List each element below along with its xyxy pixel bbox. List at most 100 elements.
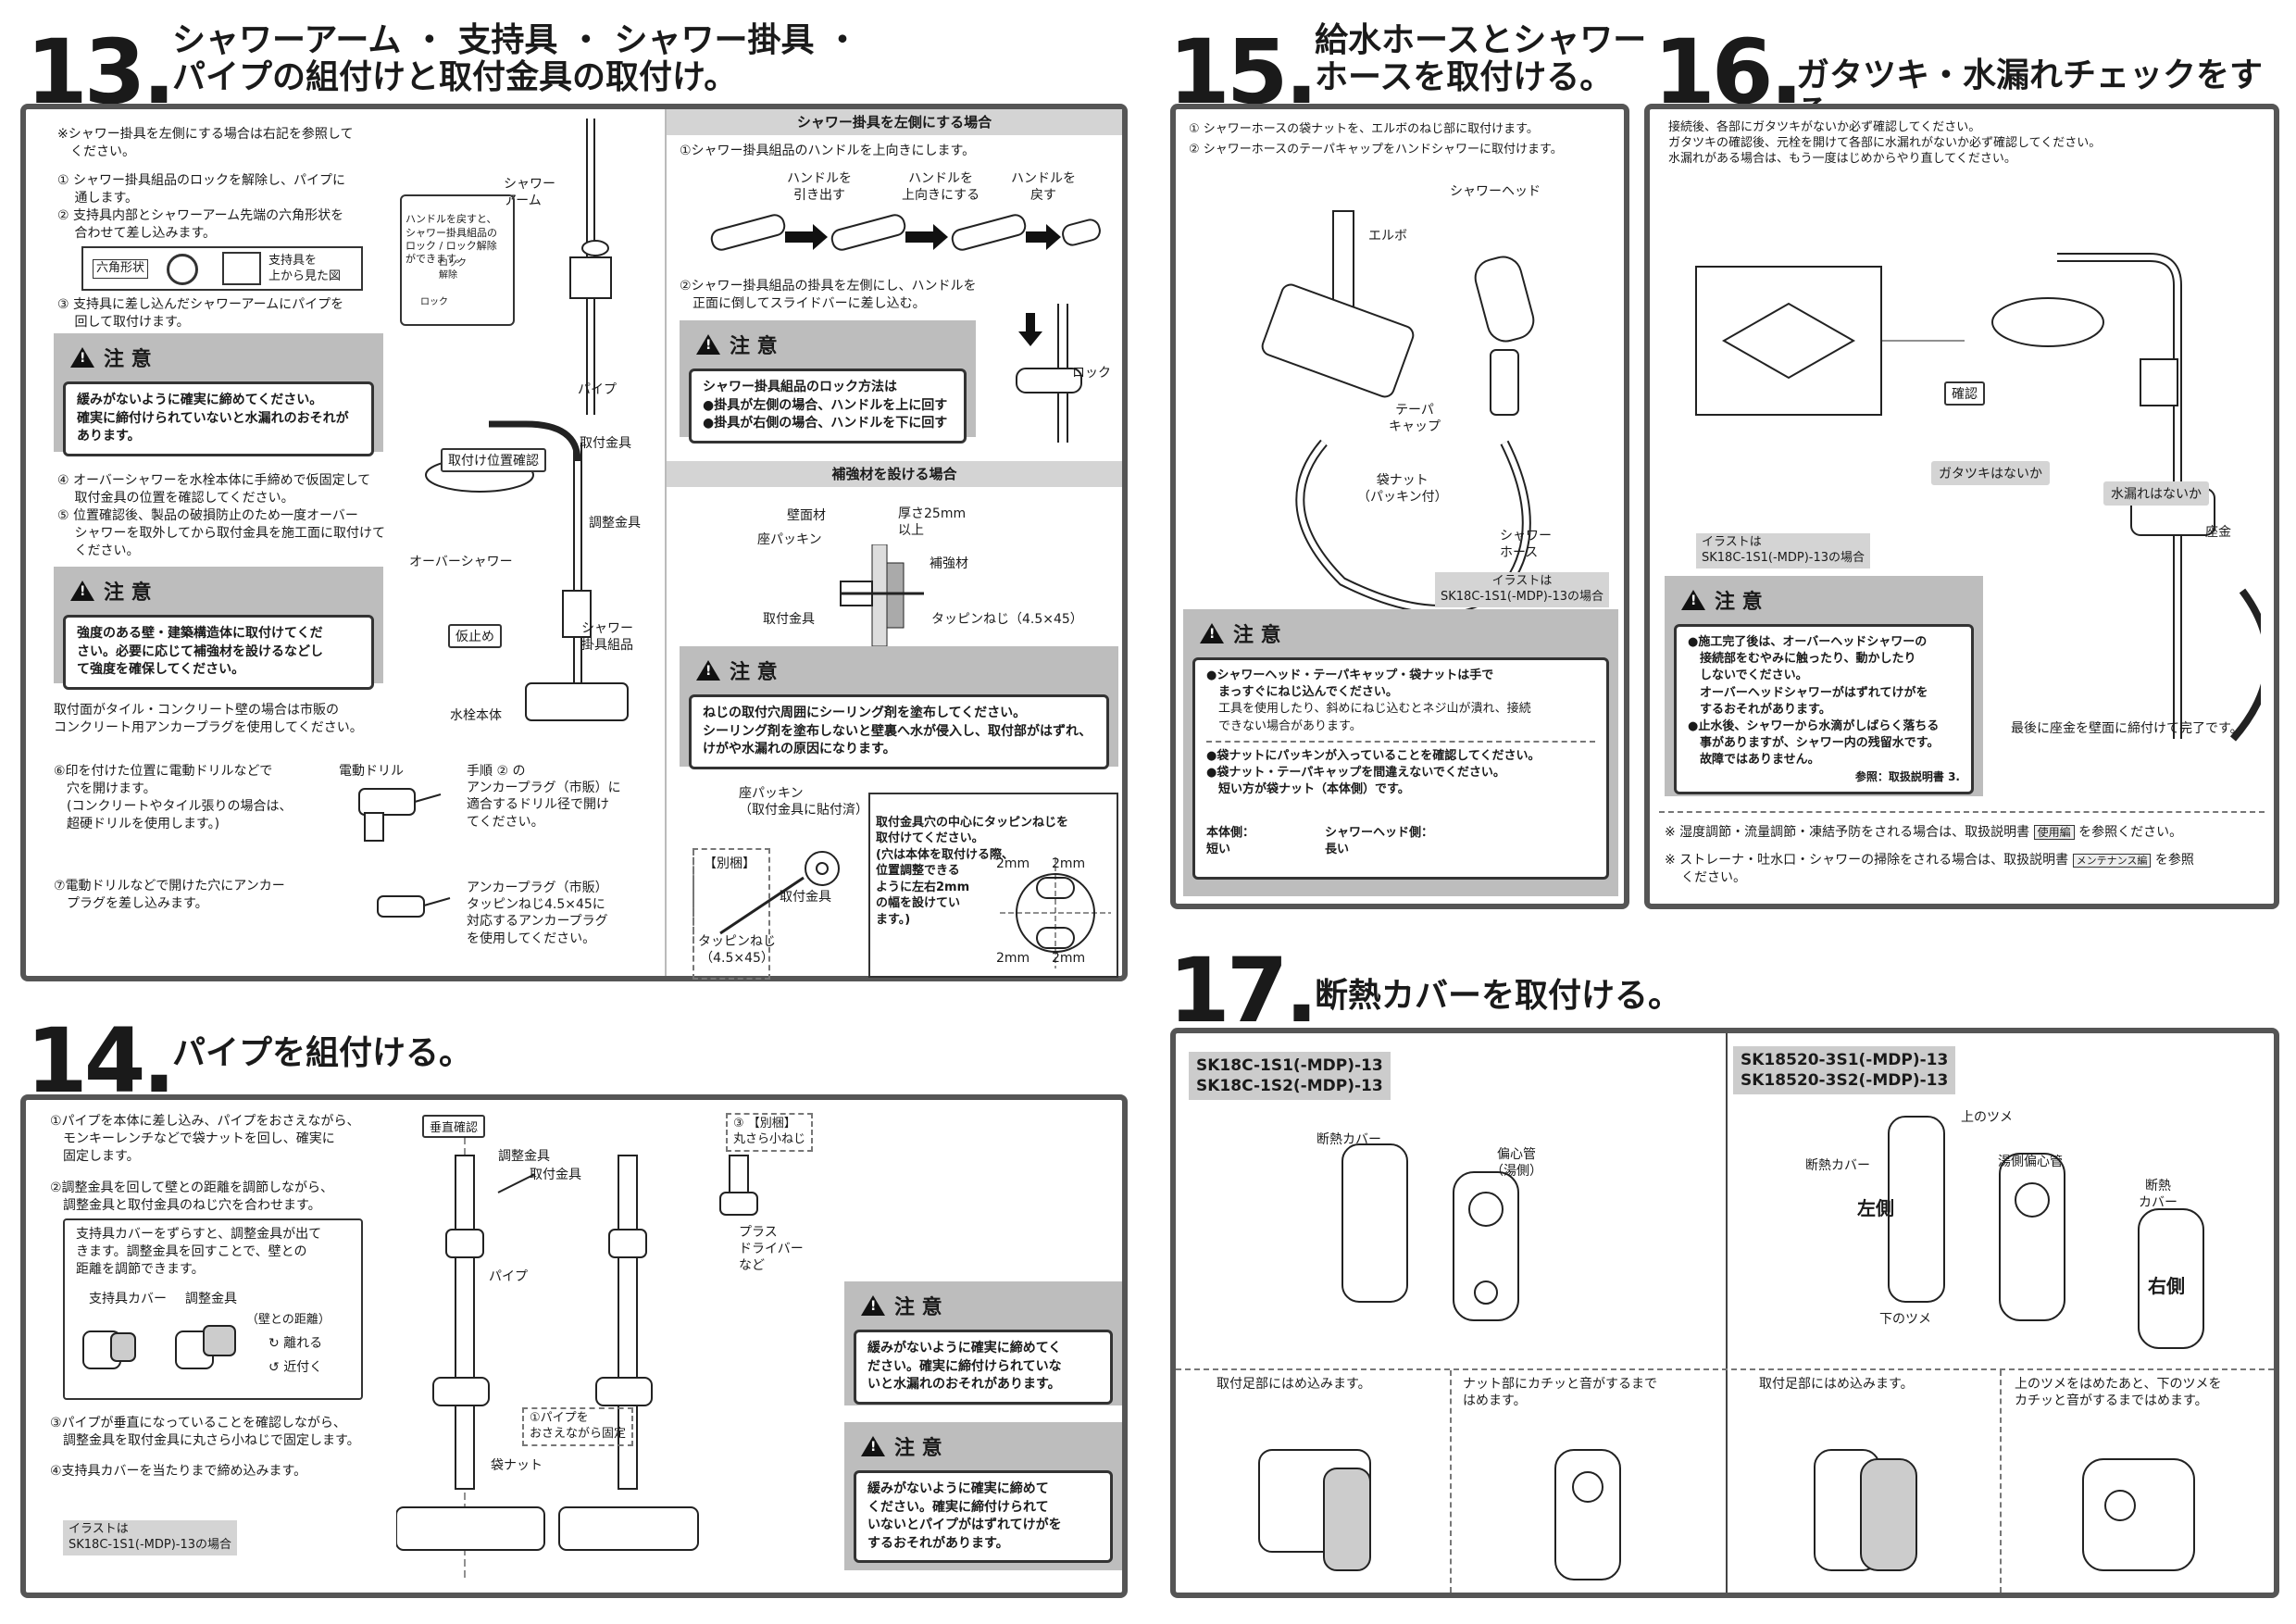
s14-caution-2: 注 意 緩みがないように確実に締めて ください。確実に締付けられて いないとパイ… — [844, 1422, 1122, 1570]
handle-lock-text: ハンドルを戻すと、 シャワー掛具組品の ロック / ロック解除 ができます。 — [406, 213, 497, 266]
far-text: 離れる — [283, 1336, 323, 1351]
a-step-2-illustration — [1554, 1449, 1621, 1580]
step-5: ⑤ 位置確認後、製品の破損防止のため一度オーバー シャワーを取外してから取付金具… — [57, 508, 386, 558]
label-faucet-body: 水栓本体 — [450, 708, 502, 723]
warning-icon — [696, 334, 720, 355]
top-view-label: 支持具を 上から見た図 — [268, 254, 342, 283]
caution-4-heading: 注 意 — [730, 661, 778, 684]
section-13-panel: ※シャワー掛具を左側にする場合は右記を参照して ください。 ① シャワー掛具組品… — [20, 104, 1128, 981]
a-step-1-illustration — [1258, 1449, 1371, 1571]
section-15-title-line2: ホースを取付ける。 — [1315, 58, 1614, 97]
label-drill: 電動ドリル — [339, 764, 404, 779]
warning-icon — [1681, 590, 1705, 610]
label-top-claw: 上のツメ — [1961, 1110, 2013, 1125]
b-step-1-illustration — [1814, 1449, 1917, 1571]
section-14-number: 14. — [26, 1009, 176, 1113]
warning-icon — [70, 347, 94, 368]
label-washer: 座金 — [2205, 525, 2231, 540]
label-seat-packing: 座パッキン — [757, 532, 822, 547]
section-17-number: 17. — [1168, 939, 1318, 1043]
s14-step-4: ④支持具カバーを当たりまで締め込みます。 — [50, 1464, 307, 1479]
label-flat-screw: ③ 【別梱】 丸さら小ねじ — [726, 1113, 814, 1152]
label-reinforcement: 補強材 — [930, 556, 968, 571]
label-elbow: エルボ — [1368, 229, 1407, 244]
caution-1-body: 緩みがないように確実に締めてください。 確実に締付けられていないと水漏れのおそれ… — [63, 381, 374, 456]
hex-diagram: 六角形状 支持具を 上から見た図 — [81, 246, 363, 291]
label-taper-cap: テーパ キャップ — [1389, 403, 1441, 435]
warning-icon — [861, 1295, 885, 1316]
warning-icon — [1200, 623, 1224, 643]
label-fitting-14: 取付金具 — [530, 1168, 581, 1182]
anchor-hammer-illustration — [377, 895, 451, 918]
section-13-title: シャワーアーム ・ 支持具 ・ シャワー掛具 ・ パイプの組付けと取付金具の取付… — [172, 21, 859, 97]
section-15-title-line1: 給水ホースとシャワー — [1315, 21, 1647, 59]
s16-note-2-text: ※ ストレーナ・吐水口・シャワーの掃除をされる場合は、取扱説明書 — [1665, 853, 2069, 868]
cover-a-illustration — [1341, 1143, 1519, 1321]
left-step-2: ②シャワー掛具組品の掛具を左側にし、ハンドルを 正面に倒してスライドバーに差し込… — [680, 279, 977, 311]
caution-2-body: 強度のある壁・建築構造体に取付けてくだ さい。必要に応じて補強材を設けるなどし … — [63, 615, 374, 690]
caution-2-heading: 注 意 — [104, 581, 152, 605]
label-adjust: 調整金具 — [589, 516, 641, 531]
label-anchor-plug: アンカープラグ（市販） タッピンねじ4.5×45に 対応するアンカープラグ を使… — [467, 881, 608, 946]
fitting-screw-illustration — [719, 851, 840, 935]
label-near: ↺ 近付く — [268, 1359, 322, 1377]
separate-pack-box — [693, 848, 770, 980]
s17-vdash-b — [2000, 1370, 2002, 1593]
label-drill-note: 手順 ② の アンカープラグ（市販）に 適合するドリル径で開け てください。 — [467, 764, 621, 830]
label-cover: 支持具カバー — [89, 1292, 167, 1306]
note-left-side: ※シャワー掛具を左側にする場合は右記を参照して ください。 — [57, 127, 354, 159]
tag-confirm: 確認 — [1944, 381, 1985, 406]
hex-label: 六角形状 — [93, 259, 149, 279]
s15-caution-b1-note: 工具を使用したり、斜めにねじ込むとネジ山が潰れ、接続 できない場合があります。 — [1218, 702, 1531, 733]
s16-note-2: ※ ストレーナ・吐水口・シャワーの掃除をされる場合は、取扱説明書 メンテナンス編… — [1665, 852, 2276, 887]
label-bag-nut: 袋ナット （パッキン付） — [1357, 473, 1448, 506]
label-lock-release: ロック 解除 — [439, 258, 467, 281]
label-cover-b2: 断熱 カバー — [2139, 1179, 2177, 1211]
label-fitting: 取付金具 — [580, 436, 631, 451]
section-15-number: 15. — [1168, 20, 1318, 124]
s16-illust-note: イラストは SK18C-1S1(-MDP)-13の場合 — [1696, 533, 1871, 568]
hex-square-icon — [222, 252, 261, 285]
section-15-title: 給水ホースとシャワー ホースを取付ける。 — [1315, 21, 1647, 97]
step-2: ② 支持具内部とシャワーアーム先端の六角形状を 合わせて差し込みます。 — [57, 208, 344, 241]
s17-a-step-2: ナット部にカチッと音がするまで はめます。 — [1463, 1377, 1657, 1409]
label-pipe-a: 偏心管 （湯側） — [1491, 1147, 1542, 1180]
caution-3-body: シャワー掛具組品のロック方法は ●掛具が左側の場合、ハンドルを上に回す ●掛具が… — [689, 369, 967, 443]
model-b: SK18520-3S1(-MDP)-13 SK18520-3S2(-MDP)-1… — [1733, 1046, 1956, 1095]
label-far: ↻ 離れる — [268, 1335, 322, 1353]
label-tapping-screw: タッピンねじ（4.5×45） — [931, 612, 1083, 627]
s14-step-2: ②調整金具を回して壁との距離を調節しながら、 調整金具と取付金具のねじ穴を合わせ… — [50, 1181, 333, 1213]
s16-note-1: ※ 湿度調節・流量調節・凍結予防をされる場合は、取扱説明書 使用編 を参照くださ… — [1665, 824, 2276, 842]
label-cover-b: 断熱カバー — [1805, 1158, 1870, 1173]
left-side-band: シャワー掛具を左側にする場合 — [667, 109, 1122, 135]
s17-a-step-1: 取付足部にはめ込みます。 — [1217, 1377, 1371, 1392]
caution-box-3: 注 意 シャワー掛具組品のロック方法は ●掛具が左側の場合、ハンドルを上に回す … — [680, 320, 976, 443]
s16-caution-heading: 注 意 — [1715, 591, 1763, 614]
section-14-panel: ①パイプを本体に差し込み、パイプをおさえながら、 モンキーレンチなどで袋ナットを… — [20, 1094, 1128, 1598]
label-fitting-2: 取付金具 — [763, 612, 815, 627]
label-seat-packing-2: 座パッキン （取付金具に貼付済） — [739, 786, 868, 818]
shower-bar-illustration — [425, 119, 629, 721]
s15-caution-b1: ●シャワーヘッド・テーパキャップ・袋ナットは手で まっすぐにねじ込んでください。 — [1206, 668, 1494, 700]
pipe-assembly-illustration — [396, 1137, 758, 1581]
caution-4-body: ねじの取付穴周囲にシーリング剤を塗布してください。 シーリング剤を塗布しないと壁… — [689, 694, 1109, 769]
s17-vdivider — [1726, 1033, 1728, 1593]
model-a: SK18C-1S1(-MDP)-13 SK18C-1S2(-MDP)-13 — [1189, 1052, 1391, 1101]
s14-caution-2-heading: 注 意 — [894, 1437, 942, 1460]
divider — [665, 109, 667, 976]
tag-mount-check: 取付け位置確認 — [441, 448, 546, 472]
step-6: ⑥印を付けた位置に電動ドリルなどで 穴を開けます。 (コンクリートやタイル張りの… — [54, 764, 293, 831]
s16-intro: 接続後、各部にガタツキがないか必ず確認してください。 ガタツキの確認後、元栓を開… — [1668, 120, 2102, 166]
s15-step-1: ① シャワーホースの袋ナットを、エルボのねじ部に取付けます。 — [1189, 122, 1539, 136]
label-pipe-14: パイプ — [489, 1269, 528, 1284]
drill-illustration — [358, 788, 442, 842]
s16-caution: 注 意 ●施工完了後は、オーバーヘッドシャワーの 接続部をむやみに触ったり、動か… — [1665, 576, 1983, 796]
label-overshower: オーバーシャワー — [409, 555, 513, 569]
warning-icon — [861, 1436, 885, 1456]
label-handle-pull: ハンドルを 引き出す — [787, 171, 852, 204]
label-hot-pipe: 湯側偏心管 — [1998, 1155, 2063, 1169]
s14-caution-1: 注 意 緩みがないように確実に締めてく ださい。確実に締付けられていな いと水漏… — [844, 1281, 1122, 1405]
tile-note: 取付面がタイル・コンクリート壁の場合は市販の コンクリート用アンカープラグを使用… — [54, 703, 363, 735]
label-handle-back: ハンドルを 戻す — [1011, 171, 1076, 204]
caution-box-1: 注 意 緩みがないように確実に締めてください。 確実に締付けられていないと水漏れ… — [54, 333, 383, 456]
